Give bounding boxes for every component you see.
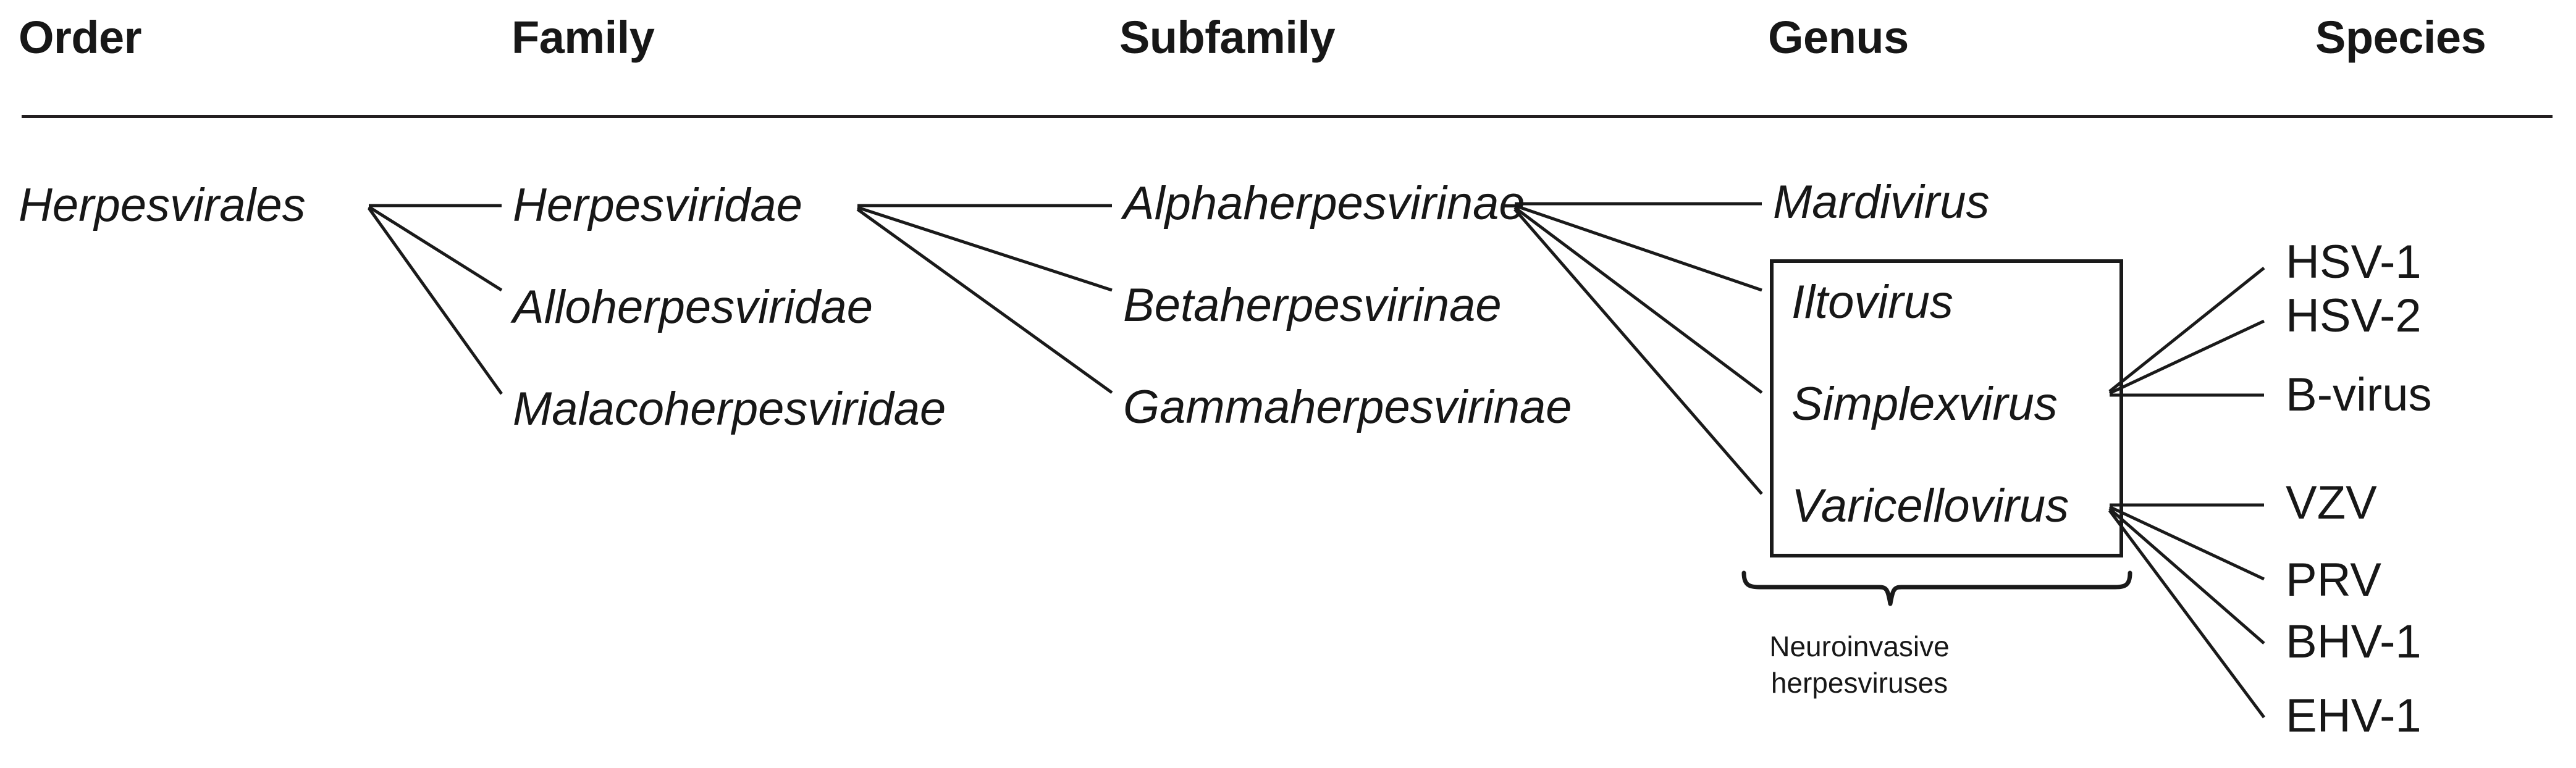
column-header-species: Species: [2315, 12, 2486, 63]
taxon-species-hsv-1: HSV-1: [2286, 236, 2422, 288]
column-header-order: Order: [19, 12, 142, 63]
taxon-genus-iltovirus: Iltovirus: [1791, 276, 1953, 328]
column-header-family: Family: [511, 12, 655, 63]
column-header-genus: Genus: [1768, 12, 1909, 63]
header-rule: [22, 115, 2553, 118]
taxon-species-ehv-1: EHV-1: [2286, 690, 2422, 742]
neuroinvasive-brace: [1741, 570, 2132, 606]
taxon-family-alloherpesviridae: Alloherpesviridae: [513, 281, 873, 333]
taxon-order-herpesvirales: Herpesvirales: [19, 179, 306, 232]
taxon-genus-simplexvirus: Simplexvirus: [1791, 378, 2058, 430]
taxon-subfamily-betaherpesvirinae: Betaherpesvirinae: [1123, 279, 1502, 332]
taxon-family-herpesviridae: Herpesviridae: [513, 179, 802, 232]
taxon-subfamily-gammaherpesvirinae: Gammaherpesvirinae: [1123, 381, 1572, 433]
neuroinvasive-annotation: Neuroinvasive herpesviruses: [1674, 628, 2045, 701]
taxon-species-prv: PRV: [2286, 554, 2381, 606]
neuroinvasive-annotation-line2: herpesviruses: [1770, 666, 1948, 699]
taxon-species-bhv-1: BHV-1: [2286, 616, 2422, 668]
taxon-subfamily-alphaherpesvirinae: Alphaherpesvirinae: [1123, 177, 1525, 230]
taxon-species-vzv: VZV: [2286, 477, 2377, 529]
neuroinvasive-annotation-line1: Neuroinvasive: [1769, 630, 1950, 662]
column-header-subfamily: Subfamily: [1119, 12, 1336, 63]
taxon-genus-mardivirus: Mardivirus: [1773, 176, 1990, 228]
taxon-species-b-virus: B-virus: [2286, 369, 2432, 421]
taxon-genus-varicellovirus: Varicellovirus: [1791, 480, 2069, 532]
taxon-family-malacoherpesviridae: Malacoherpesviridae: [513, 383, 946, 435]
taxon-species-hsv-2: HSV-2: [2286, 290, 2422, 342]
